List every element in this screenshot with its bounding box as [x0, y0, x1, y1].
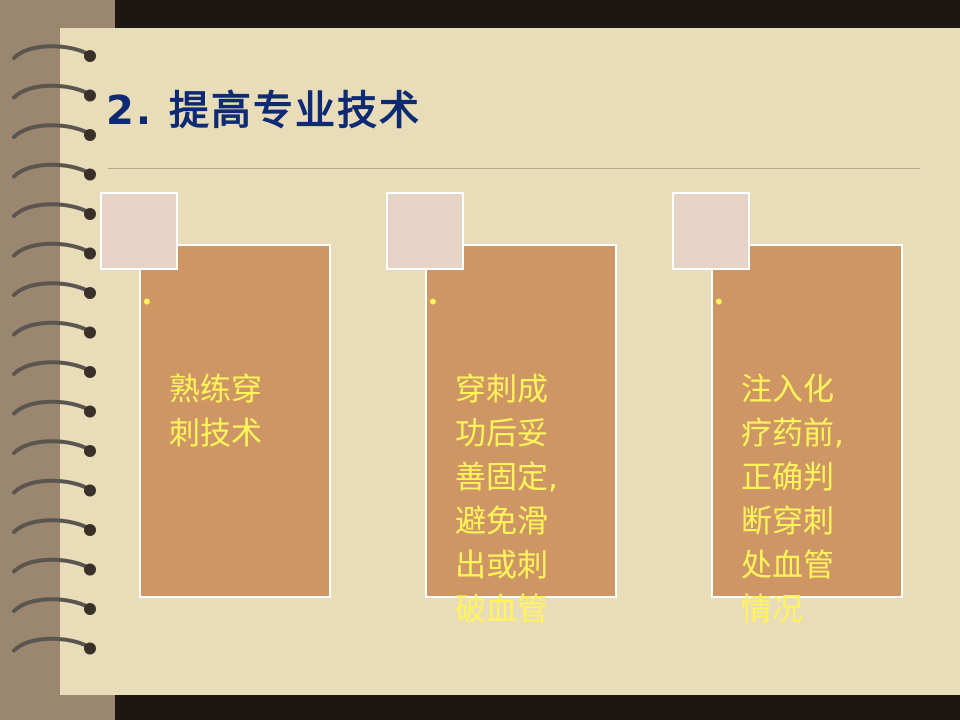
card-2: • 穿刺成 功后妥 善固定, 避免滑 出或刺 破血管: [425, 244, 617, 628]
spiral-ring: [12, 44, 90, 60]
bullet-icon: •: [141, 290, 153, 314]
spiral-ring: [12, 360, 90, 376]
spiral-ring: [12, 439, 90, 455]
spiral-rings: [12, 44, 96, 655]
card-1-content: 熟练穿 刺技术: [169, 372, 262, 452]
card-3-text: • 注入化 疗药前, 正确判 断穿刺 处血管 情况: [713, 280, 891, 632]
spiral-ring: [12, 241, 90, 258]
ring-hole: [84, 208, 96, 220]
ring-hole: [84, 89, 96, 102]
spiral-ring: [12, 518, 90, 534]
spiral-ring: [12, 202, 90, 218]
card-3-tab: [672, 192, 750, 270]
ring-hole: [84, 129, 96, 141]
ring-hole: [84, 484, 96, 497]
card-2-text: • 穿刺成 功后妥 善固定, 避免滑 出或刺 破血管: [427, 280, 605, 632]
ring-hole: [84, 287, 96, 299]
card-2-tab: [386, 192, 464, 270]
ring-hole: [84, 524, 96, 536]
spiral-ring: [12, 320, 90, 337]
ring-hole: [84, 405, 96, 418]
spiral-ring: [12, 636, 90, 653]
slide-title: 2. 提高专业技术: [106, 88, 421, 134]
spiral-ring: [12, 162, 90, 179]
bullet-icon: •: [427, 290, 439, 314]
ring-hole: [84, 50, 96, 62]
card-1-tab: [100, 192, 178, 270]
spiral-ring: [12, 281, 90, 297]
ring-hole: [84, 326, 96, 339]
title-divider: [108, 168, 920, 169]
spiral-ring: [12, 597, 90, 613]
spiral-ring: [12, 557, 90, 574]
ring-hole: [84, 168, 96, 181]
ring-hole: [84, 445, 96, 457]
spiral-ring: [12, 123, 90, 139]
ring-hole: [84, 642, 96, 655]
ring-hole: [84, 366, 96, 378]
card-3: • 注入化 疗药前, 正确判 断穿刺 处血管 情况: [711, 244, 903, 628]
bullet-icon: •: [713, 290, 725, 314]
spiral-ring: [12, 399, 90, 416]
card-2-content: 穿刺成 功后妥 善固定, 避免滑 出或刺 破血管: [455, 372, 558, 628]
card-1: • 熟练穿 刺技术: [139, 244, 331, 598]
ring-hole: [84, 603, 96, 615]
card-3-content: 注入化 疗药前, 正确判 断穿刺 处血管 情况: [741, 372, 844, 628]
card-1-text: • 熟练穿 刺技术: [141, 280, 319, 456]
ring-hole: [84, 247, 96, 260]
ring-hole: [84, 563, 96, 576]
spiral-ring: [12, 83, 90, 100]
spiral-ring: [12, 478, 90, 495]
